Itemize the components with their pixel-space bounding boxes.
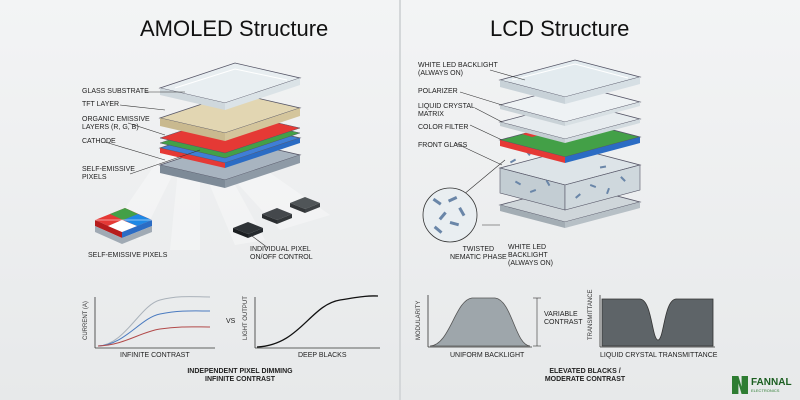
amoled-chart2-ylabel: LIGHT OUTPUT bbox=[243, 296, 249, 340]
label-front-glass: FRONT GLASS bbox=[418, 142, 468, 149]
amoled-leaders bbox=[104, 91, 201, 175]
lcd-chart-modularity bbox=[427, 295, 541, 348]
fannal-logo-icon bbox=[732, 376, 748, 394]
label-polarizer: POLARIZER bbox=[418, 88, 458, 95]
amoled-chart-light bbox=[254, 295, 380, 349]
liquid-crystal-block bbox=[498, 147, 642, 211]
label-twisted-nematic: TWISTED NEMATIC PHASE bbox=[450, 246, 507, 261]
lcd-chart1-xlabel: UNIFORM BACKLIGHT bbox=[450, 352, 525, 359]
label-organic-emissive: ORGANIC EMISSIVE LAYERS (R, G, B) bbox=[82, 116, 150, 131]
label-backlight-bottom: WHITE LED BACKLIGHT (ALWAYS ON) bbox=[508, 244, 553, 267]
lcd-title: LCD Structure bbox=[490, 16, 630, 41]
fannal-logo-sub: ELECTRONICS bbox=[751, 388, 780, 393]
amoled-illustration bbox=[94, 62, 380, 349]
lcd-chart2-ylabel: TRANSMITTANCE bbox=[588, 289, 594, 340]
lcd-leaders bbox=[444, 69, 526, 226]
lcd-chart-transmittance bbox=[599, 295, 715, 348]
self-emissive-pixels-inset bbox=[95, 208, 152, 244]
nematic-magnifier bbox=[422, 187, 478, 243]
lcd-chart1-ylabel: MODULARITY bbox=[416, 300, 422, 340]
label-color-filter: COLOR FILTER bbox=[418, 124, 469, 131]
label-tft-layer: TFT LAYER bbox=[82, 101, 120, 108]
glass-substrate-layer bbox=[158, 62, 302, 110]
panel-divider bbox=[399, 0, 401, 400]
label-lc-matrix: LIQUID CRYSTAL MATRIX bbox=[418, 103, 475, 118]
pixel-on-off-blocks bbox=[233, 197, 320, 238]
amoled-panel: AMOLED Structure bbox=[82, 16, 380, 383]
amoled-chart2-xlabel: DEEP BLACKS bbox=[298, 352, 347, 359]
label-self-emissive-inset: SELF-EMISSIVE PIXELS bbox=[88, 252, 168, 259]
fannal-logo-name: FANNAL bbox=[751, 377, 792, 388]
label-pixel-on-off: INDIVIDUAL PIXEL ON/OFF CONTROL bbox=[250, 246, 313, 261]
lcd-panel: LCD Structure bbox=[400, 0, 800, 400]
tft-layer bbox=[158, 92, 302, 141]
amoled-caption: INDEPENDENT PIXEL DIMMING INFINITE CONTR… bbox=[187, 368, 293, 383]
lcd-chart1-note: VARIABLE CONTRAST bbox=[544, 311, 583, 326]
label-led-backlight: WHITE LED BACKLIGHT (ALWAYS ON) bbox=[418, 62, 498, 77]
amoled-chart-current bbox=[94, 296, 215, 349]
lcd-chart2-xlabel: LIQUID CRYSTAL TRANSMITTANCE bbox=[600, 352, 718, 359]
amoled-title: AMOLED Structure bbox=[140, 16, 329, 41]
lcd-illustration bbox=[422, 59, 715, 348]
amoled-chart1-xlabel: INFINITE CONTRAST bbox=[120, 352, 190, 359]
label-self-emissive: SELF-EMISSIVE PIXELS bbox=[82, 166, 135, 181]
label-cathode: CATHODE bbox=[82, 138, 116, 145]
front-glass-layer bbox=[498, 59, 642, 104]
amoled-chart1-ylabel: CURRENT (A) bbox=[83, 301, 89, 340]
fannal-logo: FANNAL ELECTRONICS bbox=[732, 376, 794, 394]
lcd-caption: ELEVATED BLACKS / MODERATE CONTRAST bbox=[544, 368, 626, 383]
label-glass-substrate: GLASS SUBSTRATE bbox=[82, 88, 149, 95]
versus-label: VS bbox=[226, 318, 236, 325]
